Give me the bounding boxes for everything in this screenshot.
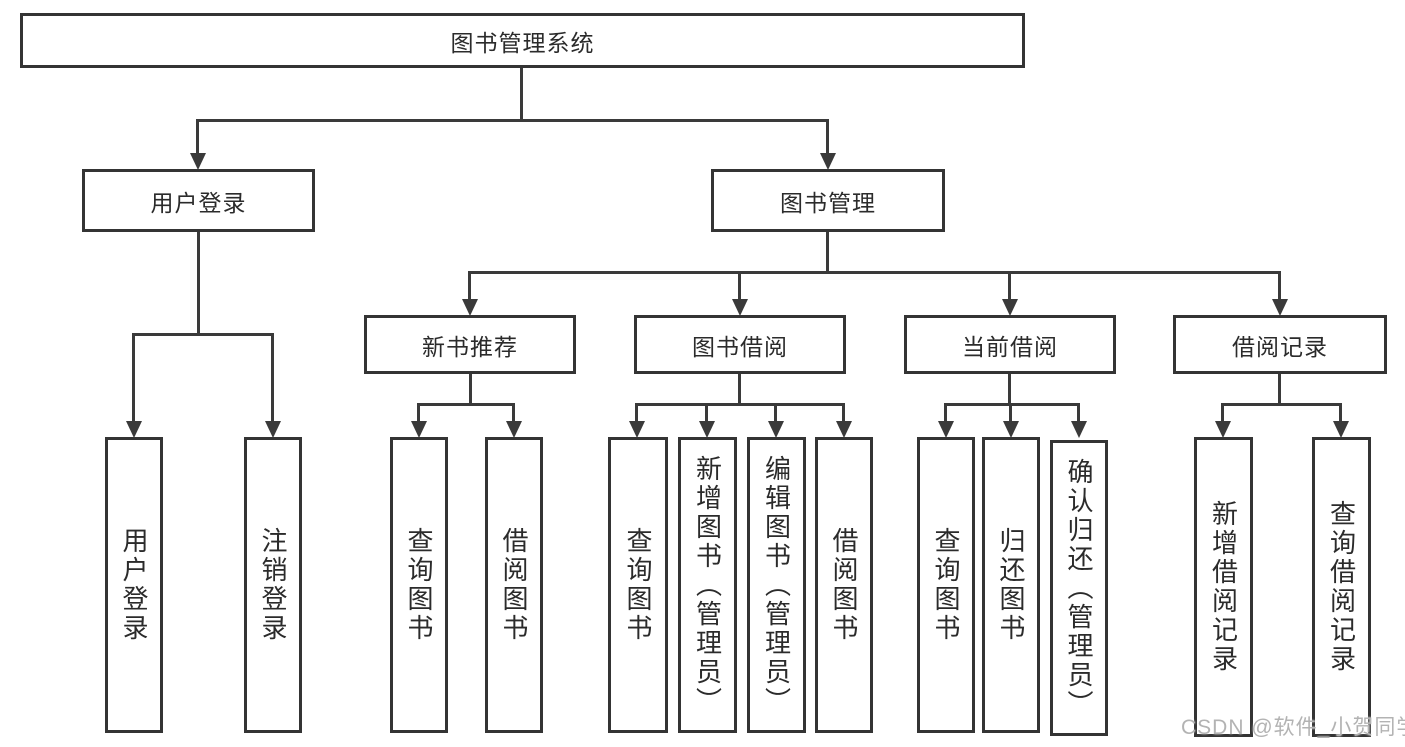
connector-line (1221, 403, 1342, 406)
node-borrow-record-label: 借阅记录 (1232, 333, 1328, 360)
connector-line (774, 403, 777, 423)
arrow-down-icon (411, 421, 427, 438)
connector-line (417, 403, 515, 406)
arrow-down-icon (820, 153, 836, 170)
arrow-down-icon (1272, 299, 1288, 316)
leaf-query-books-3: 查询图书 (917, 437, 975, 733)
leaf-edit-books-admin: 编辑图书（管理员） (747, 437, 806, 733)
node-new-book-recommend-label: 新书推荐 (422, 333, 518, 360)
connector-line (1077, 403, 1080, 423)
leaf-query-books-1-label: 查询图书 (404, 527, 434, 643)
leaf-query-books-2-label: 查询图书 (623, 527, 653, 643)
arrow-down-icon (732, 299, 748, 316)
leaf-add-books-admin: 新增图书（管理员） (678, 437, 737, 733)
connector-line (705, 403, 708, 423)
node-current-borrow: 当前借阅 (904, 315, 1116, 374)
connector-line (520, 68, 523, 122)
arrow-down-icon (1003, 421, 1019, 438)
leaf-add-books-admin-label: 新增图书（管理员） (692, 454, 723, 716)
connector-line (197, 232, 200, 336)
arrow-down-icon (265, 421, 281, 438)
node-new-book-recommend: 新书推荐 (364, 315, 576, 374)
arrow-down-icon (506, 421, 522, 438)
connector-line (1221, 403, 1224, 423)
leaf-borrow-books-1: 借阅图书 (485, 437, 543, 733)
node-user-login-label: 用户登录 (150, 189, 247, 216)
connector-line (842, 403, 845, 423)
leaf-edit-books-admin-label: 编辑图书（管理员） (761, 454, 792, 716)
arrow-down-icon (126, 421, 142, 438)
leaf-user-login-label: 用户登录 (119, 527, 149, 643)
leaf-borrow-books-1-label: 借阅图书 (499, 527, 529, 643)
connector-line (132, 333, 135, 423)
connector-line (417, 403, 420, 423)
node-book-borrow-label: 图书借阅 (692, 333, 788, 360)
leaf-return-books: 归还图书 (982, 437, 1040, 733)
leaf-logout-label: 注销登录 (258, 527, 288, 643)
connector-line (944, 403, 1080, 406)
node-library-system: 图书管理系统 (20, 13, 1025, 68)
connector-line (944, 403, 947, 423)
arrow-down-icon (1002, 299, 1018, 316)
leaf-query-borrow-record: 查询借阅记录 (1312, 437, 1371, 737)
connector-line (512, 403, 515, 423)
arrow-down-icon (768, 421, 784, 438)
arrow-down-icon (1215, 421, 1231, 438)
arrow-down-icon (699, 421, 715, 438)
connector-line (132, 333, 274, 336)
leaf-query-books-1: 查询图书 (390, 437, 448, 733)
connector-line (738, 374, 741, 406)
connector-line (635, 403, 845, 406)
csdn-watermark: CSDN @软件_小贺同学 (1181, 716, 1405, 739)
arrow-down-icon (938, 421, 954, 438)
leaf-user-login: 用户登录 (105, 437, 163, 733)
node-user-login: 用户登录 (82, 169, 315, 232)
connector-line (468, 271, 1281, 274)
connector-line (1009, 403, 1012, 423)
arrow-down-icon (629, 421, 645, 438)
leaf-add-borrow-record-label: 新增借阅记录 (1208, 500, 1239, 674)
connector-line (271, 333, 274, 423)
connector-line (1339, 403, 1342, 423)
connector-line (1278, 374, 1281, 406)
connector-line (469, 374, 472, 406)
leaf-confirm-return-admin-label: 确认归还（管理员） (1064, 457, 1094, 719)
arrow-down-icon (836, 421, 852, 438)
connector-line (635, 403, 638, 423)
arrow-down-icon (462, 299, 478, 316)
node-borrow-record: 借阅记录 (1173, 315, 1387, 374)
leaf-return-books-label: 归还图书 (996, 527, 1026, 643)
leaf-borrow-books-2: 借阅图书 (815, 437, 873, 733)
connector-line (826, 232, 829, 274)
leaf-query-books-2: 查询图书 (608, 437, 668, 733)
node-current-borrow-label: 当前借阅 (962, 333, 1058, 360)
leaf-borrow-books-2-label: 借阅图书 (829, 527, 859, 643)
node-book-management: 图书管理 (711, 169, 945, 232)
node-book-management-label: 图书管理 (780, 189, 876, 216)
leaf-add-borrow-record: 新增借阅记录 (1194, 437, 1253, 737)
leaf-query-books-3-label: 查询图书 (931, 527, 961, 643)
connector-line (468, 271, 471, 301)
connector-line (1008, 271, 1011, 301)
node-library-system-label: 图书管理系统 (450, 29, 595, 56)
arrow-down-icon (190, 153, 206, 170)
leaf-logout: 注销登录 (244, 437, 302, 733)
leaf-confirm-return-admin: 确认归还（管理员） (1050, 440, 1108, 736)
connector-line (738, 271, 741, 301)
arrow-down-icon (1333, 421, 1349, 438)
connector-line (1008, 374, 1011, 406)
node-book-borrow: 图书借阅 (634, 315, 846, 374)
leaf-query-borrow-record-label: 查询借阅记录 (1326, 500, 1357, 674)
connector-line (196, 119, 829, 122)
arrow-down-icon (1071, 421, 1087, 438)
connector-line (196, 119, 199, 155)
connector-line (1278, 271, 1281, 301)
connector-line (826, 119, 829, 155)
